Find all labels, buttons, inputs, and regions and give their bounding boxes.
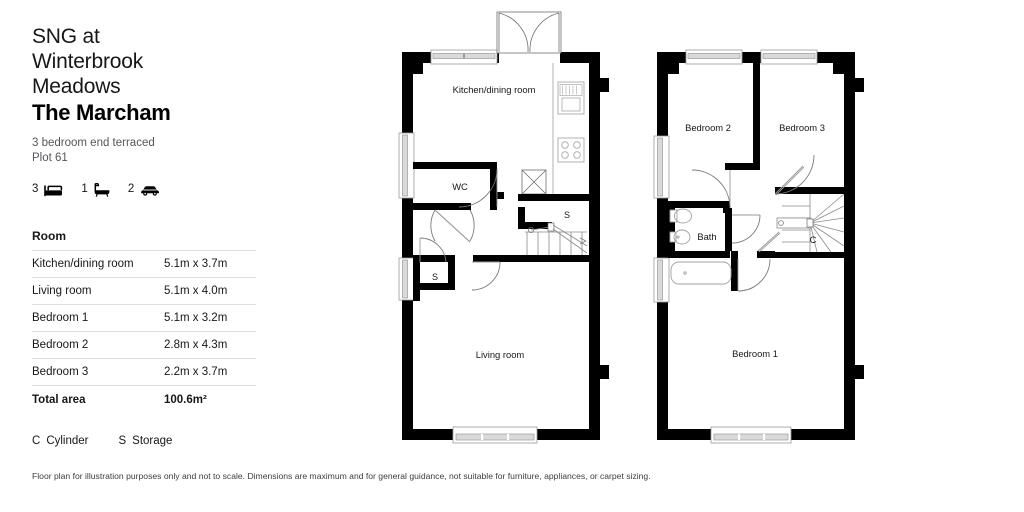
floor-plans-area: Kitchen/dining room WC S S Living room (380, 0, 1024, 512)
window (653, 257, 670, 303)
room-label-bedroom1: Bedroom 1 (732, 348, 778, 359)
room-dimensions: 2.8m x 4.3m (158, 331, 256, 359)
room-dimensions: 2.2m x 3.7m (158, 358, 256, 386)
room-dimensions: 5.1m x 3.7m (158, 250, 256, 278)
parking-count: 2 (127, 183, 135, 196)
development-name-line3: Meadows (32, 75, 121, 98)
room-label-bedroom2: Bedroom 2 (685, 122, 731, 133)
development-name-line1: SNG at (32, 25, 100, 48)
window (653, 135, 670, 199)
spec-bedrooms: 3 (32, 184, 63, 197)
bathroom-count: 1 (81, 183, 88, 196)
room-label-bedroom3: Bedroom 3 (779, 122, 825, 133)
property-info-panel: SNG at Winterbrook Meadows The Marcham 3… (32, 24, 332, 447)
entrance-door (496, 11, 562, 54)
key-cylinder-symbol: C (32, 435, 41, 447)
key-storage: S Storage (119, 435, 173, 447)
bathroom-fixtures (669, 208, 732, 285)
staircase (525, 222, 588, 255)
spec-parking: 2 (128, 184, 160, 196)
window (430, 49, 498, 65)
bedroom-count: 3 (32, 183, 39, 196)
room-label-storage-lower: S (432, 272, 438, 282)
column-header-room: Room (32, 222, 158, 251)
room-name: Living room (32, 277, 158, 305)
key-cylinder-label: Cylinder (46, 435, 89, 447)
house-type-name: The Marcham (32, 100, 171, 125)
ground-floor-plan: Kitchen/dining room WC S S Living room (390, 10, 630, 450)
window (685, 49, 743, 65)
table-row: Kitchen/dining room 5.1m x 3.7m (32, 250, 256, 278)
room-label-storage-upper: S (564, 210, 570, 220)
total-area-value: 100.6m² (164, 394, 207, 406)
room-dimensions: 5.1m x 4.0m (158, 277, 256, 305)
window (398, 257, 415, 301)
table-row: Living room 5.1m x 4.0m (32, 277, 256, 305)
room-label-wc: WC (452, 181, 468, 192)
table-row: Bedroom 2 2.8m x 4.3m (32, 331, 256, 359)
staircase-winder (776, 193, 845, 253)
window (710, 426, 792, 444)
spec-bathrooms: 1 (81, 183, 110, 197)
property-specs: 3 1 (32, 180, 332, 200)
bay-window (452, 426, 538, 444)
bath-icon (94, 183, 110, 197)
window (760, 49, 818, 65)
room-label-cylinder: C (810, 234, 817, 245)
key-storage-label: Storage (132, 435, 173, 447)
table-row: Bedroom 3 2.2m x 3.7m (32, 358, 256, 386)
room-name: Bedroom 1 (32, 304, 158, 332)
room-dimensions: 5.1m x 3.2m (158, 304, 256, 332)
plot-number: Plot 61 (32, 152, 68, 164)
development-name: SNG at Winterbrook Meadows (32, 24, 332, 99)
room-label-bath: Bath (697, 231, 716, 242)
room-name: Kitchen/dining room (32, 250, 158, 278)
car-icon (140, 185, 160, 196)
column-header-dimensions (158, 222, 256, 251)
table-header-row: Room (32, 222, 256, 251)
total-area-label: Total area (32, 394, 86, 406)
first-floor-plan: Bedroom 2 Bedroom 3 Bath C Bedroom 1 (645, 10, 885, 450)
room-name: Bedroom 2 (32, 331, 158, 359)
table-row-total: Total area 100.6m² (32, 386, 256, 414)
window (398, 132, 415, 199)
room-label-kitchen: Kitchen/dining room (453, 84, 536, 95)
kitchen-units (552, 63, 585, 201)
disclaimer-text: Floor plan for illustration purposes onl… (32, 471, 651, 481)
bed-icon (44, 184, 63, 197)
room-name: Bedroom 3 (32, 358, 158, 386)
property-description: 3 bedroom end terraced (32, 137, 155, 149)
table-row: Bedroom 1 5.1m x 3.2m (32, 304, 256, 332)
storage-cupboard-cross (521, 169, 547, 195)
room-label-living: Living room (476, 349, 525, 360)
room-dimensions-table: Room Kitchen/dining room 5.1m x 3.7m Liv… (32, 222, 256, 413)
development-name-line2: Winterbrook (32, 50, 144, 73)
plan-key: C Cylinder S Storage (32, 435, 332, 447)
key-storage-symbol: S (118, 435, 127, 447)
key-cylinder: C Cylinder (32, 435, 89, 447)
